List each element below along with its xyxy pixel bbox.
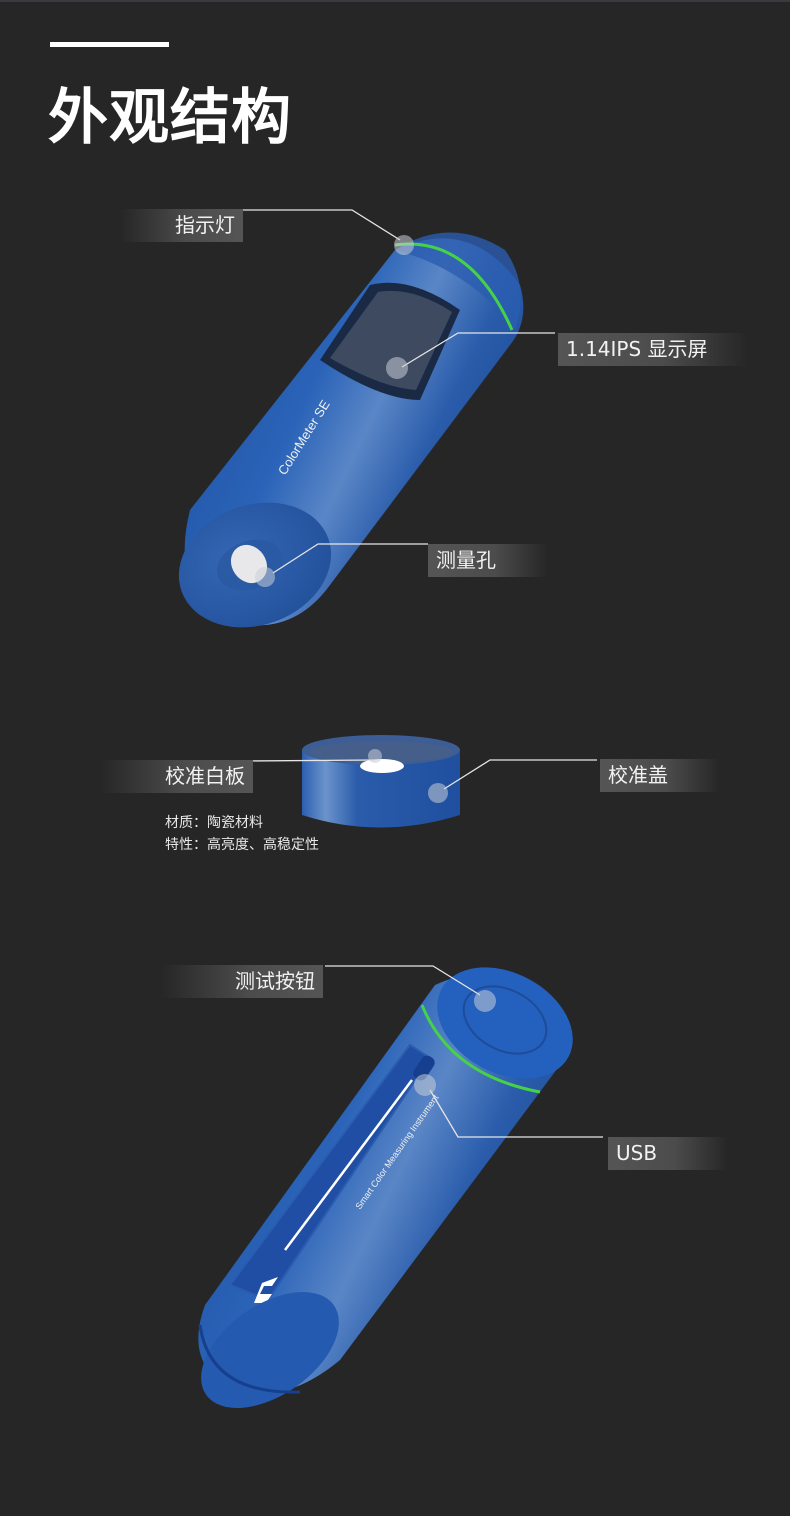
- label-calibration-cap: 校准盖: [600, 759, 720, 792]
- spec-material: 材质：陶瓷材料: [165, 815, 263, 831]
- label-usb: USB: [608, 1137, 728, 1170]
- calibration-cap: [302, 735, 460, 828]
- label-white-calibration-board: 校准白板: [100, 760, 253, 793]
- indicator-light-ring-back: [420, 1004, 541, 1094]
- device-back: Smart Color Measuring Instrument: [198, 967, 573, 1408]
- spec-properties: 特性：高亮度、高稳定性: [165, 837, 319, 853]
- brand-logo: [254, 1277, 278, 1303]
- white-calibration-board: [360, 759, 404, 773]
- label-test-button: 测试按钮: [160, 965, 323, 998]
- label-indicator-light: 指示灯: [120, 209, 243, 242]
- title-accent-bar: [50, 42, 169, 47]
- usb-port: [413, 1055, 435, 1081]
- label-display-screen: 1.14IPS 显示屏: [558, 333, 748, 366]
- label-measurement-hole: 测量孔: [428, 544, 548, 577]
- display-screen: [330, 290, 452, 390]
- page-title: 外观结构: [48, 83, 292, 153]
- device-front: ColorMeter SE: [178, 232, 524, 628]
- top-edge-strip: [0, 0, 790, 2]
